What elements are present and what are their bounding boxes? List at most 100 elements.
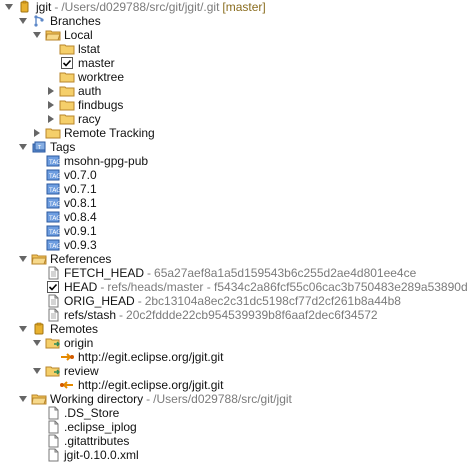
tree-item-tag[interactable]: TAG msohn-gpg-pub (0, 154, 450, 168)
tree-item-label: findbugs (78, 98, 124, 112)
tree-item-jgit-xml[interactable]: jgit-0.10.0.xml (0, 448, 450, 462)
tree-item-tag[interactable]: TAG v0.9.1 (0, 224, 450, 238)
tree-item-label: Remotes (50, 322, 99, 336)
tree-item-racy[interactable]: racy (0, 112, 450, 126)
expand-collapse-toggle[interactable] (32, 30, 42, 40)
expand-collapse-toggle[interactable] (4, 2, 14, 12)
svg-text:TAG: TAG (48, 187, 61, 194)
expand-collapse-toggle[interactable] (32, 338, 42, 348)
expand-collapse-toggle[interactable] (32, 128, 42, 138)
tree-item-detail: /Users/d029788/src/git/jgit (153, 392, 292, 406)
tree-item-label: HEAD (64, 280, 98, 294)
tree-item-local[interactable]: Local (0, 28, 450, 42)
tree-item-tag[interactable]: TAG v0.9.3 (0, 238, 450, 252)
tree-item-eclipse-iplog[interactable]: .eclipse_iplog (0, 420, 450, 434)
tree-item-head[interactable]: HEAD - refs/heads/master - f5434c2a86fcf… (0, 280, 468, 294)
file-icon (45, 420, 61, 434)
folder-icon (59, 84, 75, 98)
expand-collapse-toggle[interactable] (46, 100, 56, 110)
expand-collapse-toggle (46, 380, 56, 390)
tree-item-tags[interactable]: T Tags (0, 140, 450, 154)
tree-item-fetch-url[interactable]: http://egit.eclipse.org/jgit.git (0, 350, 450, 364)
tree-item-detail: 2bc13104a8ec2c31dc5198cf77d2cf261b8a44b8 (144, 294, 401, 308)
tags-icon: T (31, 140, 47, 154)
tree-item-push-url[interactable]: http://egit.eclipse.org/jgit.git (0, 378, 450, 392)
current-branch-indicator: [master] (222, 0, 266, 14)
tree-item-label: .gitattributes (64, 434, 130, 448)
tree-item-label: jgit-0.10.0.xml (64, 448, 139, 462)
tree-item-label: ORIG_HEAD (64, 294, 135, 308)
tree-item-gitattributes[interactable]: .gitattributes (0, 434, 450, 448)
tree-item-label: Local (64, 28, 93, 42)
expand-collapse-toggle[interactable] (18, 394, 28, 404)
tree-item-worktree[interactable]: worktree (0, 70, 450, 84)
tree-item-working-directory[interactable]: Working directory - /Users/d029788/src/g… (0, 392, 450, 406)
tree-item-label: FETCH_HEAD (64, 266, 145, 280)
tree-item-label: http://egit.eclipse.org/jgit.git (78, 350, 224, 364)
tree-item-tag[interactable]: TAG v0.8.4 (0, 210, 450, 224)
tree-item-master[interactable]: master (0, 56, 450, 70)
remote-icon (45, 364, 61, 378)
tree-item-label: Branches (50, 14, 101, 28)
expand-collapse-toggle[interactable] (18, 16, 28, 26)
tree-item-label: jgit (36, 0, 52, 14)
tag-icon: TAG (45, 168, 61, 182)
expand-collapse-toggle (46, 44, 56, 54)
tree-item-findbugs[interactable]: findbugs (0, 98, 450, 112)
expand-collapse-toggle (46, 352, 56, 362)
svg-text:T: T (37, 145, 42, 151)
folder-open-icon (31, 392, 47, 406)
file-icon (45, 434, 61, 448)
remotes-icon (31, 322, 47, 336)
tree-item-label: racy (78, 112, 101, 126)
repository-icon (17, 0, 33, 14)
expand-collapse-toggle[interactable] (46, 114, 56, 124)
tree-item-tag[interactable]: TAG v0.7.1 (0, 182, 450, 196)
tree-item-lstat[interactable]: lstat (0, 42, 450, 56)
expand-collapse-toggle[interactable] (32, 366, 42, 376)
tag-icon: TAG (45, 210, 61, 224)
tree-item-remote-tracking[interactable]: Remote Tracking (0, 126, 450, 140)
tree-item-label: v0.9.1 (64, 224, 97, 238)
tree-item-label: master (78, 56, 115, 70)
tree-item-ds-store[interactable]: .DS_Store (0, 406, 450, 420)
expand-collapse-toggle[interactable] (18, 254, 28, 264)
tree-item-label: .eclipse_iplog (64, 420, 137, 434)
expand-collapse-toggle[interactable] (18, 324, 28, 334)
expand-collapse-toggle (46, 72, 56, 82)
tree-item-refs-stash[interactable]: refs/stash - 20c2fddde22cb954539939b8f6a… (0, 308, 450, 322)
tree-item-fetch-head[interactable]: FETCH_HEAD - 65a27aef8a1a5d159543b6c255d… (0, 266, 450, 280)
tree-item-label: v0.9.3 (64, 238, 97, 252)
tag-icon: TAG (45, 196, 61, 210)
tree-item-tag[interactable]: TAG v0.7.0 (0, 168, 450, 182)
tree-item-jgit-repository[interactable]: jgit - /Users/d029788/src/git/jgit/.git … (0, 0, 450, 14)
expand-collapse-toggle (32, 296, 42, 306)
tree-item-label: v0.7.1 (64, 182, 97, 196)
folder-icon (59, 42, 75, 56)
tree-item-detail: 20c2fddde22cb954539939b8f6aaf2dec6f34572 (126, 308, 378, 322)
expand-collapse-toggle[interactable] (18, 142, 28, 152)
repository-path: /Users/d029788/src/git/jgit/.git (61, 0, 220, 14)
folder-open-icon (45, 28, 61, 42)
reference-icon (45, 308, 61, 322)
tree-item-review[interactable]: review (0, 364, 450, 378)
branches-icon (31, 14, 47, 28)
expand-collapse-toggle[interactable] (46, 86, 56, 96)
tree-item-separator: - (100, 280, 105, 294)
svg-text:TAG: TAG (48, 215, 61, 222)
tree-item-references[interactable]: References (0, 252, 450, 266)
tree-item-branches[interactable]: Branches (0, 14, 450, 28)
expand-collapse-toggle (32, 198, 42, 208)
svg-text:TAG: TAG (48, 229, 61, 236)
tree-item-remotes[interactable]: Remotes (0, 322, 450, 336)
tree-item-orig-head[interactable]: ORIG_HEAD - 2bc13104a8ec2c31dc5198cf77d2… (0, 294, 450, 308)
tree-item-tag[interactable]: TAG v0.8.1 (0, 196, 450, 210)
expand-collapse-toggle (32, 408, 42, 418)
svg-text:TAG: TAG (48, 173, 61, 180)
checked-out-branch-icon (59, 56, 75, 70)
tree-item-label: v0.8.1 (64, 196, 97, 210)
tree-item-origin[interactable]: origin (0, 336, 450, 350)
tree-item-auth[interactable]: auth (0, 84, 450, 98)
tree-item-label: worktree (78, 70, 125, 84)
